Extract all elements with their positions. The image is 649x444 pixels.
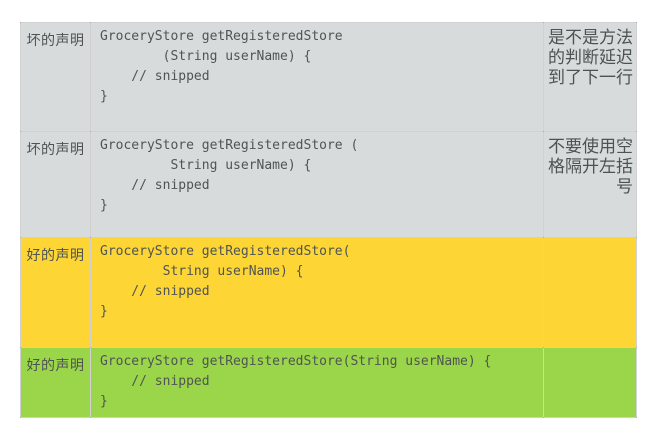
table-row-bad-2: 坏的声明 GroceryStore getRegisteredStore ( S… [20,131,637,238]
code-cell: GroceryStore getRegisteredStore( String … [90,237,544,348]
row-label: 好的声明 [20,237,91,348]
code-cell: GroceryStore getRegisteredStore(String u… [90,347,544,418]
code-snippet: GroceryStore getRegisteredStore( String … [100,244,351,319]
code-snippet: GroceryStore getRegisteredStore ( String… [100,138,359,213]
code-style-table-wrapper: 坏的声明 GroceryStore getRegisteredStore (St… [20,22,637,418]
code-cell: GroceryStore getRegisteredStore (String … [90,22,544,132]
code-snippet: GroceryStore getRegisteredStore (String … [100,29,343,104]
row-label: 坏的声明 [20,131,91,238]
row-note [543,237,637,348]
table-row-good-2: 好的声明 GroceryStore getRegisteredStore(Str… [20,347,637,418]
row-note [543,347,637,418]
code-style-table: 坏的声明 GroceryStore getRegisteredStore (St… [20,22,637,418]
row-label: 坏的声明 [20,22,91,132]
code-snippet: GroceryStore getRegisteredStore(String u… [100,354,492,409]
row-label: 好的声明 [20,347,91,418]
code-cell: GroceryStore getRegisteredStore ( String… [90,131,544,238]
table-row-bad-1: 坏的声明 GroceryStore getRegisteredStore (St… [20,22,637,132]
row-note: 是不是方法 的判断延迟 到了下一行 [543,22,637,132]
row-note: 不要使用空 格隔开左括 号 [543,131,637,238]
table-row-good-1: 好的声明 GroceryStore getRegisteredStore( St… [20,237,637,348]
